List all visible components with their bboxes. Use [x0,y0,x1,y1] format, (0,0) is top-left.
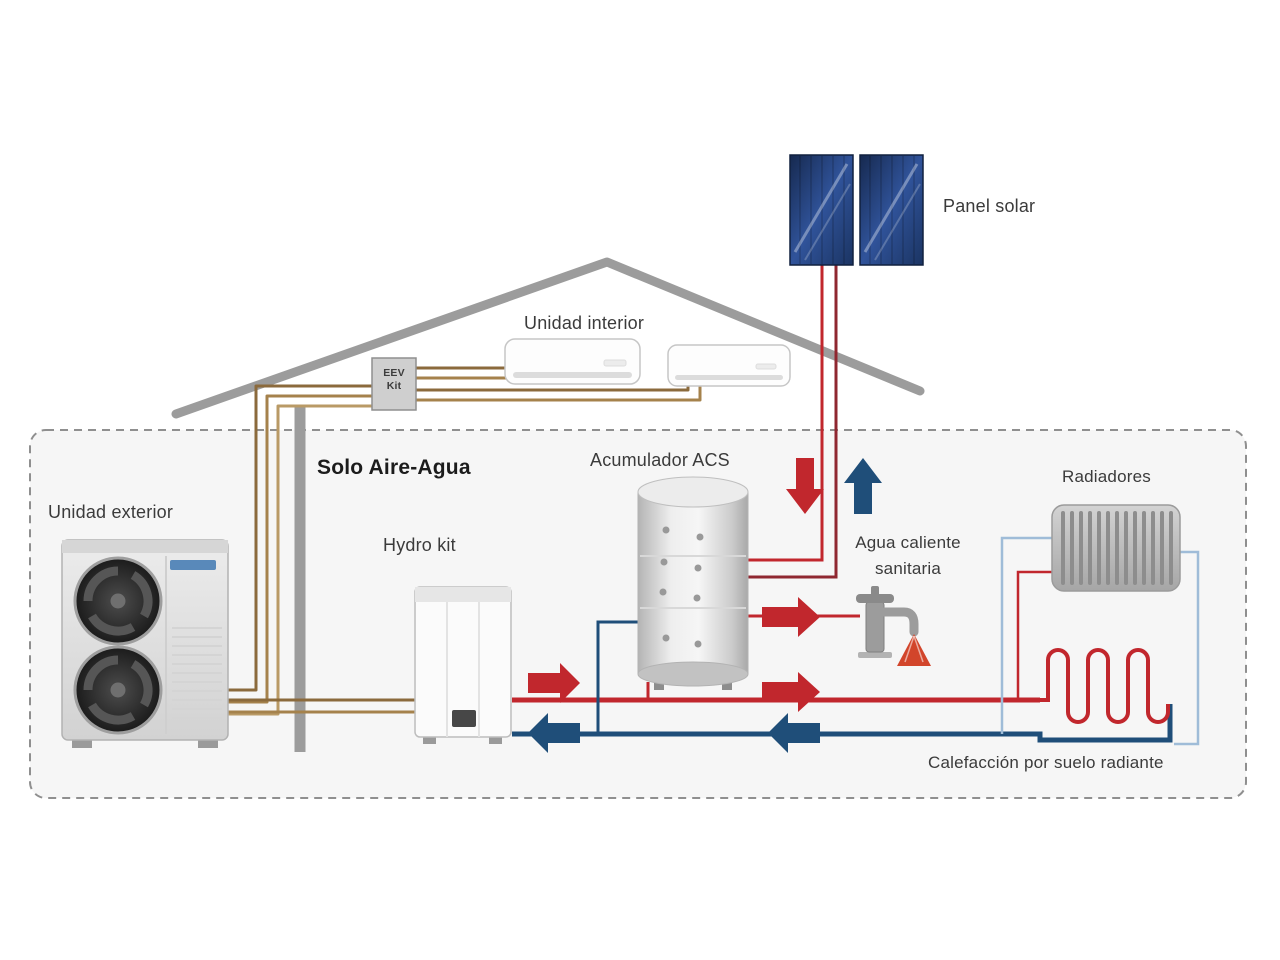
cold-return-pipe [512,704,1173,743]
agua-caliente-line2: sanitaria [874,559,942,579]
acumulador-acs-label: Acumulador ACS [590,450,730,470]
unidad-exterior-label: Unidad exterior [48,502,174,522]
unidad-interior-label: Unidad interior [524,313,645,333]
faucet-spout [879,607,919,637]
solar-panel-1 [789,154,854,266]
house-structure [171,257,925,752]
outdoor-unit [61,539,229,748]
radiator-fins [1061,511,1173,585]
arrow-left-cold-1 [528,713,580,753]
floor-heating-coil [1040,648,1170,724]
indoor-units [504,338,791,387]
flow-arrows [528,458,882,753]
arrow-down-hot [786,458,824,514]
arrow-right-hot-2 [762,597,820,637]
roof-outline [171,257,925,419]
solar-panels [789,154,924,266]
agua-caliente-label: Agua caliente sanitaria [838,530,978,583]
fan-icon-bottom [73,645,163,735]
solar-panel-2 [859,154,924,266]
indoor-unit-2 [667,344,791,387]
eev-kit-label: EEV Kit [372,367,416,393]
solar-pipes [748,264,838,579]
brand-logo [170,560,216,570]
arrow-up-cold [844,458,882,514]
arrow-right-hot-1 [528,663,580,703]
hot-water-spray [897,634,931,666]
radiadores-label: Radiadores [1062,467,1151,486]
radiator [1051,504,1181,592]
arrow-right-hot-3 [762,672,820,712]
acs-tank [637,476,749,690]
indoor-unit-1 [504,338,641,385]
eev-kit-line1: EEV [383,367,405,379]
agua-caliente-line1: Agua caliente [855,533,961,552]
calefaccion-label: Calefacción por suelo radiante [928,753,1164,772]
radiator-loop-pipe [1000,536,1052,734]
faucet [856,586,931,666]
solo-aire-agua-label: Solo Aire-Agua [317,456,471,479]
hydro-kit-box [414,586,512,744]
eev-kit-line2: Kit [386,380,402,393]
hydro-kit-label: Hydro kit [383,535,456,555]
louver-grille [172,627,222,719]
arrow-left-cold-2 [768,713,820,753]
refrigerant-pipes [224,366,702,716]
fan-icon-top [73,556,163,646]
panel-solar-label: Panel solar [943,196,1036,216]
eev-kit-box [371,357,417,411]
